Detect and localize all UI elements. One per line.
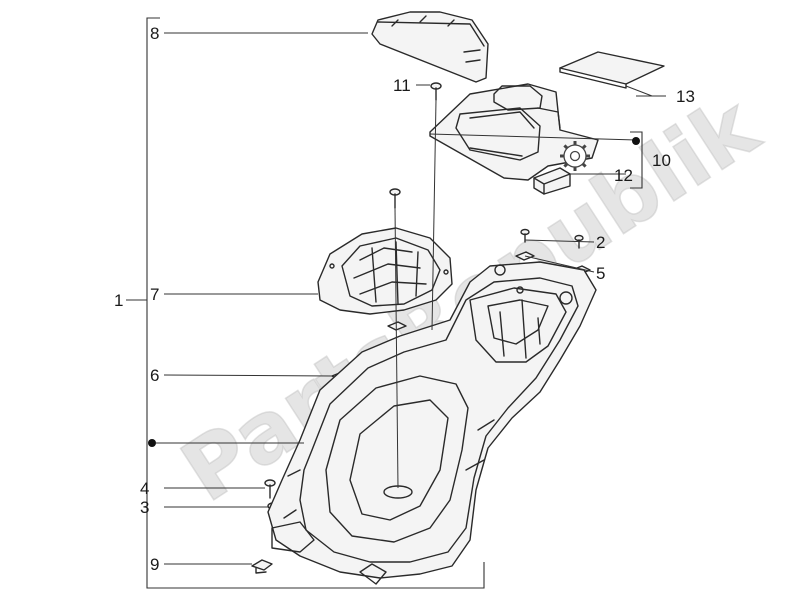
bullet-dot-1	[148, 439, 156, 447]
gear-icon	[560, 141, 590, 171]
part-clip-7	[387, 321, 407, 331]
part-block-12	[533, 167, 571, 195]
callout-4: 4	[140, 479, 149, 498]
callout-5: 5	[596, 264, 605, 283]
callout-10: 10	[652, 151, 671, 170]
leader-lines	[156, 32, 666, 565]
callout-labels: 1 2 3 4 5 6 7 8 9 10 11 12 13	[114, 24, 695, 574]
assembly-bracket-10	[630, 131, 643, 189]
part-helmet-compartment	[267, 261, 597, 585]
assembly-bracket-1	[146, 17, 485, 589]
part-clip-5a	[515, 251, 535, 261]
callout-1: 1	[114, 291, 123, 310]
callout-12: 12	[614, 166, 633, 185]
callout-3: 3	[140, 498, 149, 517]
bullet-dot-10	[632, 137, 640, 145]
bullet-dots	[148, 137, 640, 447]
part-screw-top	[389, 188, 401, 209]
part-cover-small	[371, 11, 489, 83]
part-screw-2a	[520, 228, 530, 243]
callout-2: 2	[596, 233, 605, 252]
callout-9: 9	[150, 555, 159, 574]
part-helmet-liner	[317, 227, 453, 315]
part-clip-9	[251, 559, 273, 574]
part-screw-4	[264, 479, 276, 499]
callout-6: 6	[150, 366, 159, 385]
callout-11: 11	[393, 76, 411, 95]
callout-8: 8	[150, 24, 159, 43]
part-screw-11	[430, 82, 442, 101]
part-battery-cover	[429, 83, 599, 181]
part-pad-13	[559, 51, 665, 89]
callout-13: 13	[676, 87, 695, 106]
callout-7: 7	[150, 285, 159, 304]
